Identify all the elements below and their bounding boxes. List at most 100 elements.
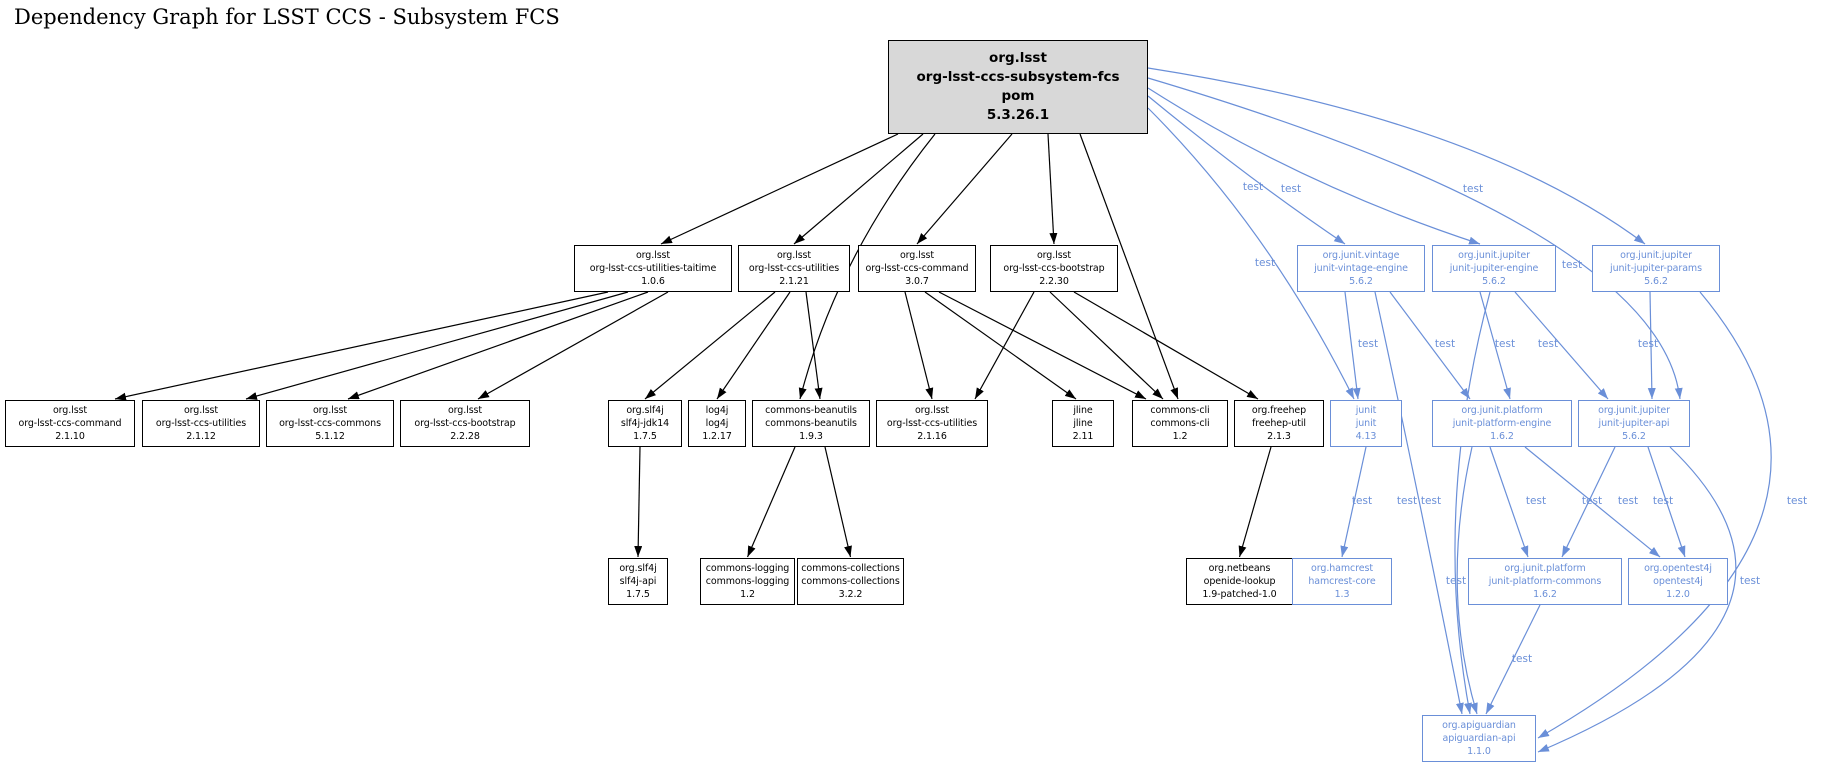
node-artifact: commons-collections	[801, 576, 900, 587]
edge-label-test: test	[1463, 183, 1483, 195]
dependency-edge-japi-apiguardian	[1537, 446, 1737, 753]
node-version: 1.2	[740, 589, 755, 600]
edge-label-test: test	[1446, 575, 1466, 587]
edge-label-test: test	[1526, 495, 1546, 507]
node-artifact: junit-vintage-engine	[1314, 263, 1408, 274]
edge-label-test: test	[1562, 259, 1582, 271]
dependency-edge-vintage-apiguardian	[1374, 291, 1464, 715]
node-version: 1.6.2	[1490, 431, 1514, 442]
node-artifact: org-lsst-ccs-utilities	[886, 418, 978, 429]
node-version: 5.6.2	[1644, 276, 1668, 287]
node-group: org.slf4j	[626, 405, 664, 416]
node-group: org.lsst	[183, 405, 219, 416]
graph-node-org-lsst-ccs-bootstrap-2.2.30: org.lsst org-lsst-ccs-bootstrap 2.2.30	[990, 245, 1118, 292]
edge-label-test: test	[1255, 257, 1275, 269]
graph-node-junit-vintage-engine-5.6.2: org.junit.vintage junit-vintage-engine 5.6…	[1297, 245, 1425, 292]
node-group: org.junit.vintage	[1322, 250, 1400, 261]
dependency-edge-pengine-apiguardian	[1456, 446, 1478, 715]
dependency-edge-junit413-hamcrest	[1340, 446, 1367, 558]
node-version: 1.9.3	[799, 431, 823, 442]
edge-label-test: test	[1397, 495, 1417, 507]
dependency-edge-util2121-log4j	[716, 291, 791, 400]
dependency-edge-boot2230-freehep	[1073, 291, 1259, 400]
node-artifact: org-lsst-ccs-bootstrap	[1003, 263, 1105, 274]
node-artifact: org-lsst-ccs-utilities	[155, 418, 247, 429]
node-version: 1.0.6	[641, 276, 665, 287]
node-version: 1.2	[1172, 431, 1188, 442]
dependency-edge-jparams-japi	[1647, 291, 1656, 400]
dependency-edge-japi-pcommons	[1561, 446, 1616, 558]
dependency-edge-root-cmd307	[916, 133, 1013, 245]
node-artifact: org-lsst-ccs-subsystem-fcs	[916, 69, 1120, 85]
graph-title: Dependency Graph for LSST CCS - Subsyste…	[14, 5, 560, 29]
node-group: org.lsst	[914, 405, 950, 416]
node-version: 1.7.5	[633, 431, 657, 442]
edge-label-test: test	[1618, 495, 1638, 507]
node-group: org.junit.jupiter	[1458, 250, 1530, 261]
dependency-edge-jparams-apiguardian	[1537, 291, 1772, 739]
node-version: 5.6.2	[1482, 276, 1506, 287]
node-group: commons-beanutils	[765, 405, 857, 416]
node-version: 1.7.5	[626, 589, 650, 600]
node-group: log4j	[705, 405, 729, 416]
node-artifact: org-lsst-ccs-commons	[279, 418, 381, 429]
node-artifact: apiguardian-api	[1442, 733, 1516, 744]
node-artifact: junit-jupiter-engine	[1449, 263, 1539, 274]
node-artifact: hamcrest-core	[1308, 576, 1376, 587]
node-artifact: org-lsst-ccs-utilities-taitime	[589, 263, 717, 274]
node-group: org.lsst	[899, 250, 935, 261]
dependency-edge-boot2230-util2116	[974, 291, 1035, 400]
node-group: org.lsst	[1036, 250, 1072, 261]
edge-label-test: test	[1352, 495, 1372, 507]
edge-label-test: test	[1653, 495, 1673, 507]
dependency-edge-taitime-commons5112	[347, 291, 649, 400]
dependency-edge-vintage-pengine	[1389, 291, 1471, 400]
node-artifact: openide-lookup	[1203, 576, 1276, 587]
node-group: org.junit.platform	[1504, 563, 1586, 574]
edge-label-test: test	[1243, 181, 1263, 193]
edge-label-test: test	[1538, 338, 1558, 350]
node-group: org.netbeans	[1208, 563, 1271, 574]
edge-label-test: test	[1638, 338, 1658, 350]
dependency-edge-vintage-junit413	[1344, 291, 1361, 400]
node-version: 5.6.2	[1349, 276, 1373, 287]
edge-label-test: test	[1512, 653, 1532, 665]
edge-label-test: test	[1582, 495, 1602, 507]
dependency-edge-root-jparams	[1147, 67, 1646, 245]
node-version: 1.3	[1334, 589, 1350, 600]
node-group: org.lsst	[447, 405, 483, 416]
node-artifact: log4j	[705, 418, 729, 429]
node-version: 2.1.21	[779, 276, 809, 287]
edge-label-test: test	[1358, 338, 1378, 350]
node-artifact: jline	[1073, 418, 1093, 429]
node-artifact: org-lsst-ccs-utilities	[748, 263, 840, 274]
node-artifact: junit-jupiter-api	[1598, 418, 1670, 429]
node-group: org.freehep	[1251, 405, 1307, 416]
node-version: 2.2.30	[1039, 276, 1069, 287]
node-artifact: junit-platform-engine	[1452, 418, 1552, 429]
dependency-edge-cmd307-jline	[924, 291, 1077, 400]
node-group: org.opentest4j	[1644, 563, 1712, 574]
node-group: org.lsst	[312, 405, 348, 416]
node-version: 2.1.10	[55, 431, 85, 442]
node-version: 3.2.2	[838, 589, 863, 600]
